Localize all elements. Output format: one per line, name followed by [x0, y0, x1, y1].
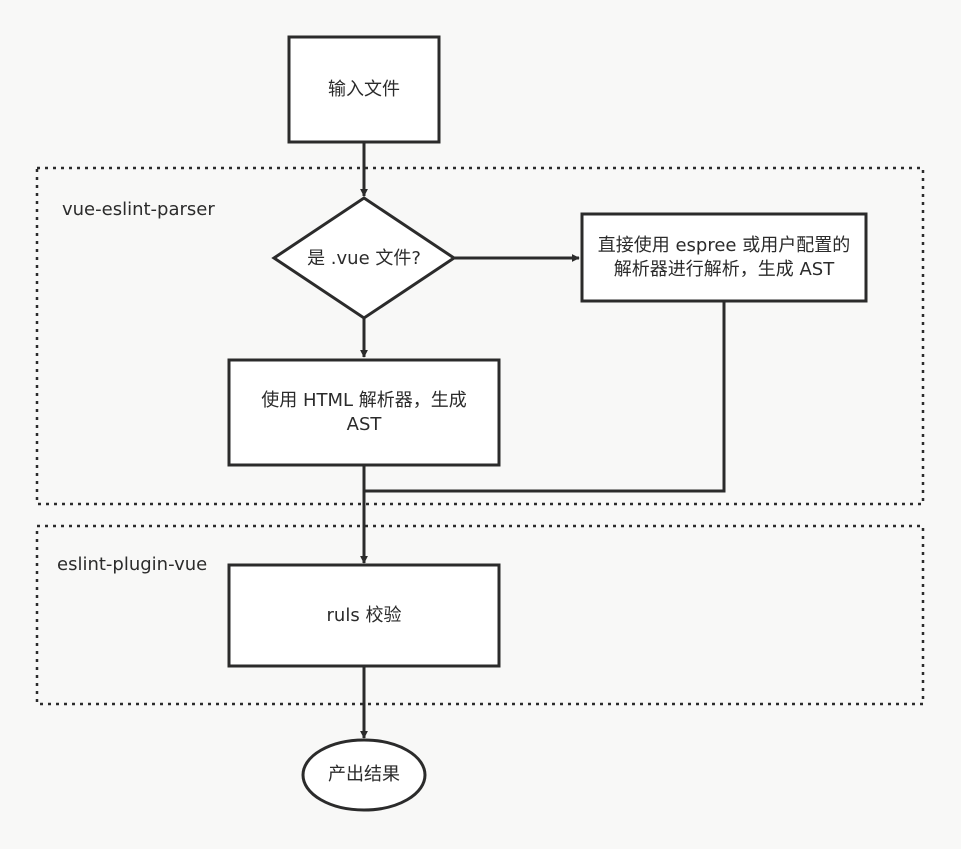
- edge-espree-merge: [364, 301, 726, 493]
- html-parser-node-label: 使用 HTML 解析器，生成 AST: [261, 389, 467, 435]
- plugin-group-label: eslint-plugin-vue: [57, 554, 208, 575]
- decision-node-diamond: [271, 196, 457, 320]
- rules-node-box: [227, 563, 501, 668]
- input-node-label: 输入文件: [328, 78, 400, 100]
- decision-node-label: 是 .vue 文件?: [307, 248, 421, 269]
- input-node-box: [287, 35, 441, 144]
- parser-group-label: vue-eslint-parser: [62, 199, 215, 220]
- parser-group-box: [35, 166, 925, 506]
- plugin-group-box: [35, 524, 925, 706]
- espree-node-label: 直接使用 espree 或用户配置的解析器进行解析，生成 AST: [597, 234, 851, 280]
- rules-node-label: ruls 校验: [326, 604, 402, 626]
- html-parser-node-box: [227, 358, 501, 467]
- output-node-ellipse: [301, 738, 427, 812]
- output-node-label: 产出结果: [328, 764, 400, 785]
- espree-node-box: [580, 212, 868, 303]
